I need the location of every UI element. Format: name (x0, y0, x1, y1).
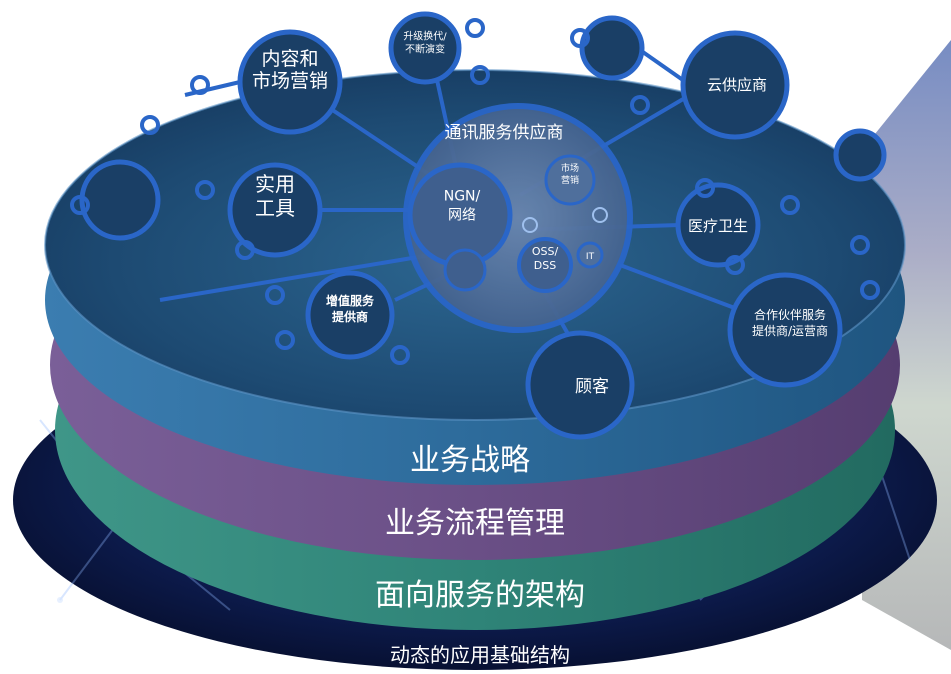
label-content-marketing: 内容和市场营销 (252, 48, 328, 92)
node-content-marketing (237, 29, 343, 135)
node-tools (227, 162, 323, 258)
process-label: 业务流程管理 (385, 506, 565, 541)
node-partners (727, 272, 843, 388)
label-vas: 增值服务提供商 (326, 293, 375, 324)
label-hub-oss: OSS/DSS (532, 245, 559, 272)
node-customer (525, 330, 635, 440)
node-upgrade (388, 11, 462, 85)
infrastructure-label: 动态的应用基础结构 (390, 643, 570, 667)
label-hub-it: IT (586, 252, 595, 262)
hub-it-node (576, 241, 604, 269)
label-hub-market: 市场营销 (561, 162, 579, 186)
node-healthcare (675, 182, 761, 268)
label-cloud: 云供应商 (707, 76, 767, 94)
node-vas (305, 270, 395, 360)
label-customer: 顾客 (575, 377, 609, 397)
label-upgrade: 升级换代/不断演变 (403, 30, 447, 56)
strategy-label: 业务战略 (410, 443, 530, 478)
hub-market-node (544, 154, 596, 206)
label-tools: 实用工具 (255, 172, 295, 220)
node-cloud (680, 30, 790, 140)
label-healthcare: 医疗卫生 (688, 217, 748, 235)
label-hub-ngn: NGN/网络 (444, 189, 481, 224)
label-partners: 合作伙伴服务提供商/运营商 (752, 307, 828, 338)
hub-oss-node (517, 237, 573, 293)
soa-label: 面向服务的架构 (375, 578, 585, 613)
center-label: 通讯服务供应商 (445, 123, 564, 143)
